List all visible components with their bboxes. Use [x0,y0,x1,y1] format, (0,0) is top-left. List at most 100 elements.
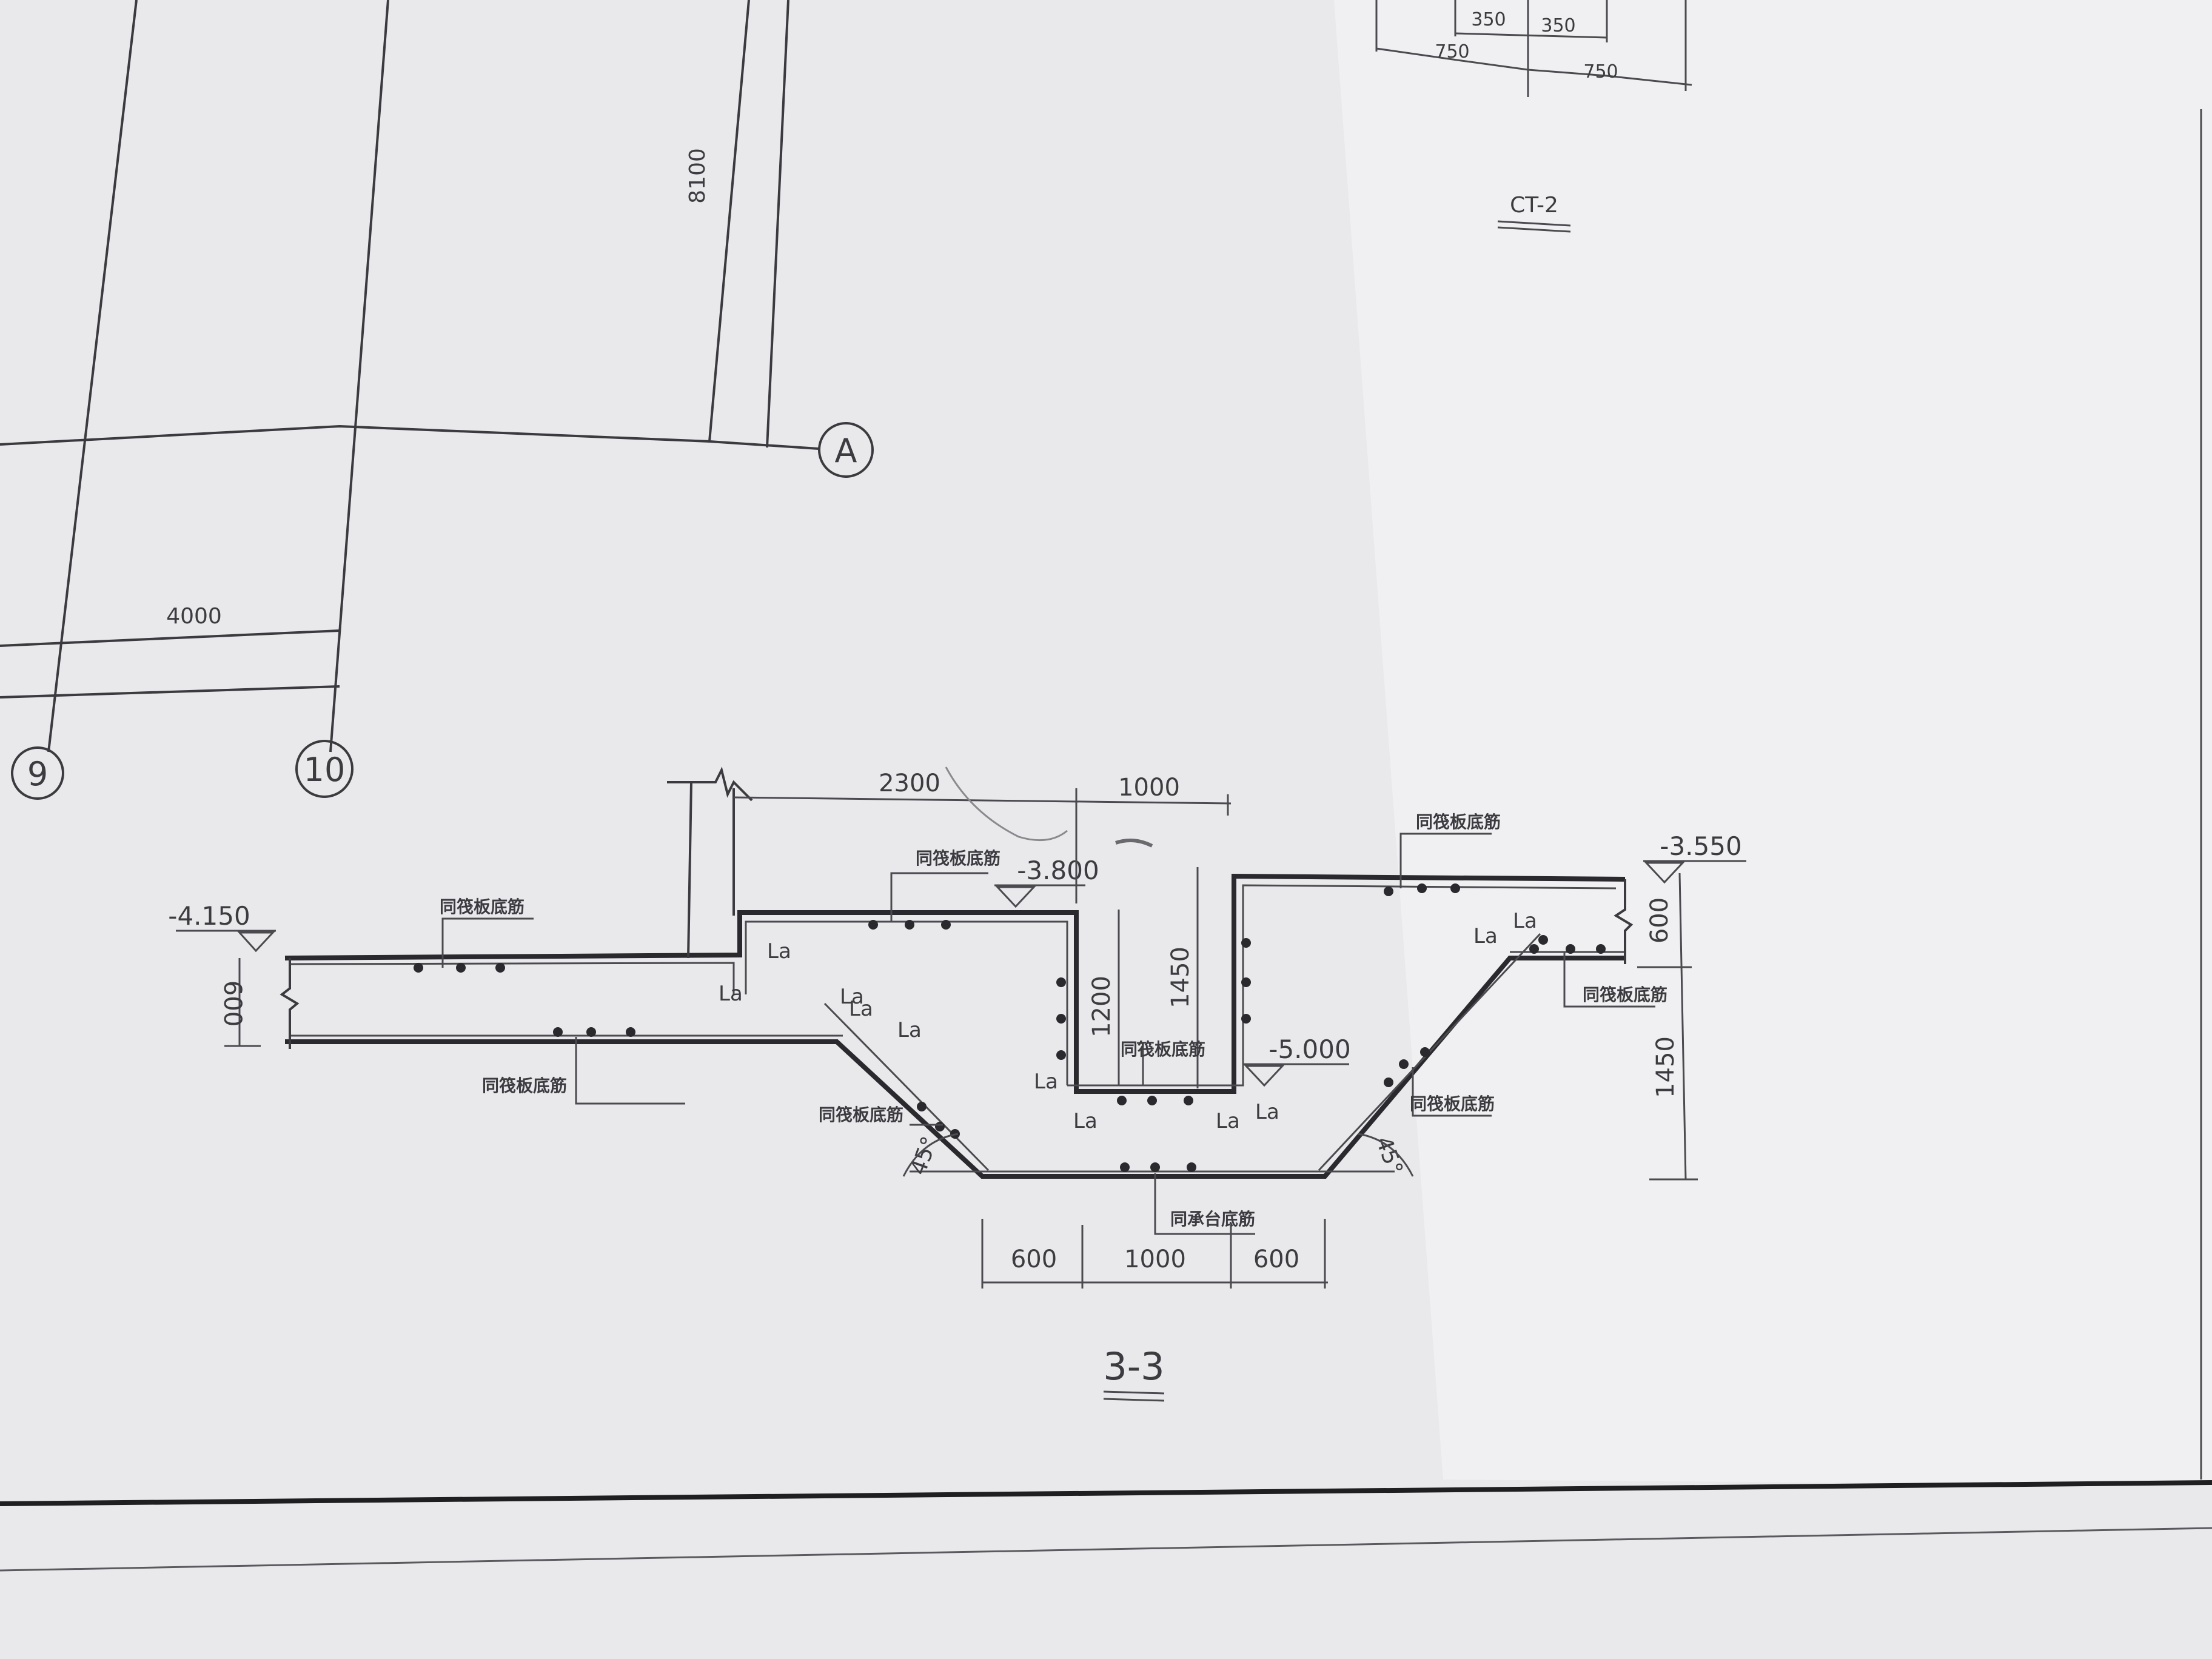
dim-600-right-text: 600 [1646,897,1674,943]
rebar-dot [1184,1096,1193,1105]
dim-1450-pit-text: 1450 [1167,947,1195,1008]
ct2-title-underline-1 [1497,220,1571,227]
leader-pit-bottom [1137,1042,1144,1085]
la-label: La [767,939,791,964]
elev-middle-text: -3.800 [1017,856,1099,885]
leader-raft-bottom [1154,1173,1255,1235]
rebar-dot [1566,944,1575,954]
ct2-dim-350-right: 350 [1541,15,1575,36]
la-label: La [1513,909,1537,933]
note-slab-top-right: 同筏板底筋 [1416,812,1501,832]
rebar-dot [456,963,466,973]
la-label: La [897,1018,922,1042]
rebar-dot [868,920,878,930]
note-slab-bottom-left: 同筏板底筋 [482,1076,567,1096]
rebar-dot [1150,1162,1160,1172]
rebar-dot [1187,1162,1196,1172]
dim-600-bottom-left-text: 600 [1011,1245,1057,1273]
sheet-border-bottom [0,1480,2212,1506]
note-slab-top-left: 同筏板底筋 [440,897,525,917]
axis-grid: 9 10 A 4000 8100 [0,0,874,800]
rebar-dot [626,1027,635,1037]
rebar-notes: 同筏板底筋 同筏板底筋 同筏板底筋 同筏板底筋 同筏板底筋 同承台底筋 同筏板底… [440,812,1667,1229]
rebar-slab-left-top [290,962,735,994]
la-label: La [1216,1109,1240,1133]
elev-pit-text: -5.000 [1269,1034,1350,1064]
rebar-dot [1417,883,1427,893]
pencil-mark-short [1115,839,1153,848]
detail-ct2: 350 350 750 750 CT-2 [1375,0,1692,233]
dim-1450-right-text: 1450 [1652,1036,1680,1098]
note-slope-right: 同筏板底筋 [1410,1094,1495,1114]
leader-slab-top-left [441,917,534,968]
dimensions: 2300 1000 1450 1200 600 600 1450 600 100… [218,769,1698,1289]
section-title-underline-1 [1103,1390,1165,1395]
rebar-dot [1241,977,1251,987]
note-pit-bottom: 同筏板底筋 [1121,1039,1205,1059]
rebar-dot [905,920,914,930]
rebar-dot [1056,1014,1066,1024]
rebar-dot [414,963,423,973]
dim-right-vertical-line [1678,873,1687,1180]
break-symbol-top [667,766,753,802]
rebar-dot [1241,938,1251,948]
leader-slab-bottom-left [575,1037,685,1105]
axis-line-a [0,424,819,450]
rebar-dots [414,883,1606,1172]
leader-slab-top-right [1399,833,1492,888]
pencil-mark [945,766,1068,842]
dim-8100-text: 8100 [685,148,710,204]
ct2-dim-750-left: 750 [1435,41,1469,62]
rebar-dot [1596,944,1606,954]
la-label: La [1473,924,1498,948]
rebar-dot [1384,886,1393,896]
ct2-dim-750-right: 750 [1583,61,1618,82]
section-top-outline [284,873,1626,1094]
la-label: La [719,982,743,1006]
elev-right-text: -3.550 [1660,831,1741,861]
elev-pit-triangle [1244,1065,1285,1087]
dim-2300-text: 2300 [879,769,940,797]
rebar-dot [1117,1096,1127,1105]
dim-top-line [733,796,1232,805]
la-label: La [840,985,864,1009]
axis-bubble-a-label: A [835,432,857,470]
rebar-dot [935,1122,945,1131]
rebar-dot [1241,1014,1251,1024]
section-3-3: -4.150 -3.800 -3.550 -5.000 2300 1000 14… [168,766,1746,1402]
rebar-dot [1420,1047,1430,1057]
rebar-slope-left [823,1002,990,1171]
elev-right-triangle [1644,862,1685,884]
dim-8100-line-b [766,0,789,448]
axis-bubble-10-label: 10 [304,751,346,789]
sheet-border-fold [0,1527,2212,1572]
note-leaders [441,833,1655,1235]
rebar-dot [1384,1078,1393,1087]
angle-left-arc [902,1133,959,1177]
rebar-dot [1056,977,1066,987]
section-title-underline-2 [1103,1398,1165,1402]
dim-8100-line-a [708,0,750,442]
la-label: La [1034,1070,1058,1094]
dim-4000-text: 4000 [166,604,222,629]
dim-600-bottom-right-text: 600 [1253,1245,1299,1273]
note-slope-left: 同筏板底筋 [819,1105,903,1125]
rebar-dot [553,1027,563,1037]
note-slab-right-low: 同筏板底筋 [1583,985,1667,1005]
rebar-dot [941,920,951,930]
la-label: La [1073,1109,1098,1133]
ct2-dim-350-left: 350 [1471,9,1506,30]
axis-bubble-9-label: 9 [27,755,48,793]
axis-line-9 [47,0,138,752]
break-symbol-right [1614,879,1634,964]
dim-600-left-text: 600 [218,980,246,1027]
rebar-dot [1147,1096,1157,1105]
la-labels: La La La La La La La La La La La [719,909,1537,1133]
ct2-dim-line-upper [1455,32,1607,39]
dim-extension-line [0,685,340,699]
break-symbol-left [280,958,300,1049]
leader-slab-top-mid [890,872,988,922]
rebar-dot [1056,1050,1066,1060]
